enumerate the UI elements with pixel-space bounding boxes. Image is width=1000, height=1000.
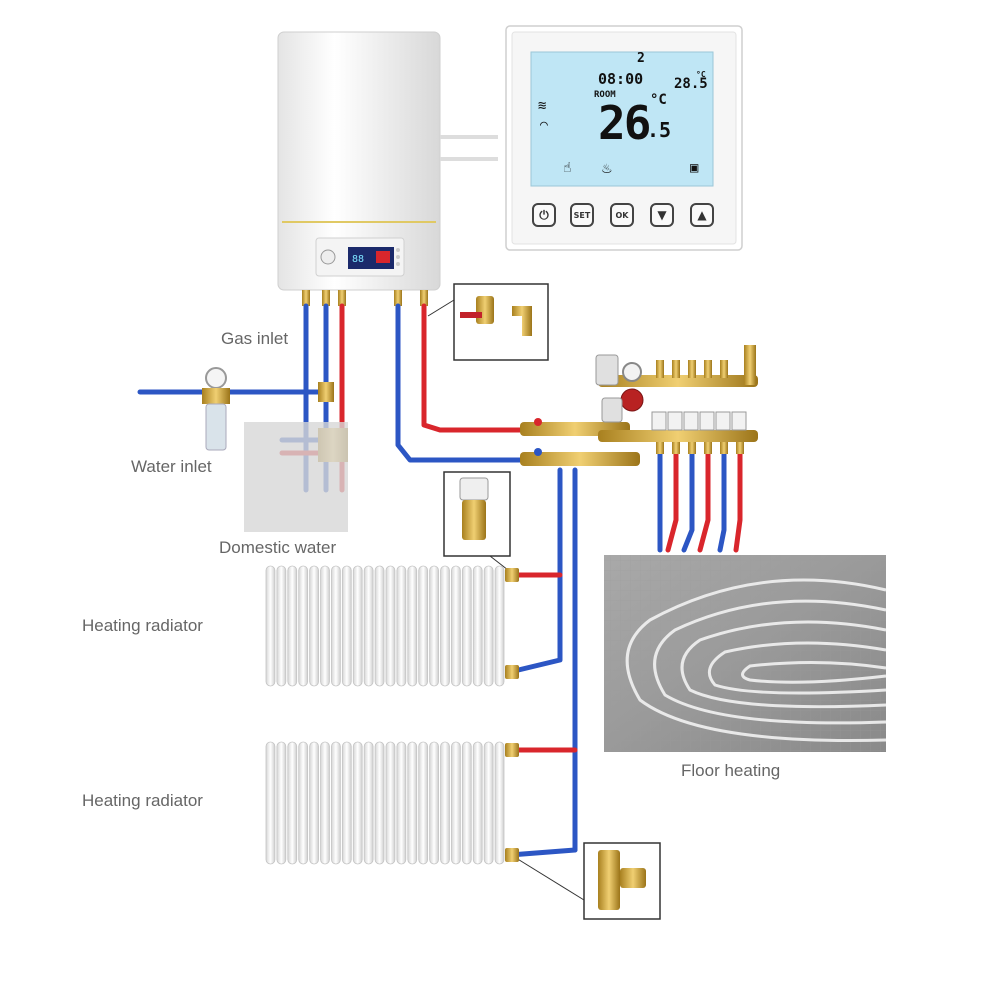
- radiator-fin: [287, 741, 298, 865]
- radiator-fin: [352, 741, 363, 865]
- clock-display: 08:00: [598, 70, 644, 88]
- floor-heating-panel: [604, 555, 887, 752]
- radiator-fin: [374, 741, 385, 865]
- radiator-fin: [429, 741, 439, 865]
- set-temperature: 28.5: [674, 76, 708, 92]
- heating-radiator-bottom: [265, 741, 505, 865]
- radiator-fin: [418, 565, 429, 687]
- radiator-fin: [309, 565, 319, 687]
- heating-radiator-label-top: Heating radiator: [82, 616, 203, 635]
- program-number: 2: [637, 51, 645, 66]
- water-filter: [202, 367, 230, 451]
- radiator-fin: [440, 741, 450, 865]
- radiator-fin: [451, 741, 461, 865]
- radiator-fin: [352, 565, 363, 687]
- radiator-fin: [494, 565, 505, 687]
- domestic-water-label: Domestic water: [219, 538, 337, 557]
- hand-icon: ☝: [563, 160, 572, 176]
- radiator-fin: [440, 565, 450, 687]
- radiator-valves: [505, 568, 519, 862]
- radiator-fin: [429, 565, 439, 687]
- radiator-fin: [309, 741, 319, 865]
- valve-inset-top: [427, 283, 549, 361]
- temperature-unit: °C: [650, 92, 667, 108]
- radiator-fin: [494, 741, 505, 865]
- thermostat: [505, 25, 743, 251]
- room-label: ROOM: [594, 90, 616, 100]
- ok-button[interactable]: OK: [610, 203, 634, 227]
- radiator-fin: [451, 565, 461, 687]
- radiator-fin: [385, 741, 396, 865]
- radiator-fin: [407, 741, 418, 865]
- down-button[interactable]: ▼: [650, 203, 674, 227]
- radiator-fin: [363, 741, 374, 865]
- boiler-display-text: 88: [352, 254, 364, 265]
- radiator-fin: [320, 741, 330, 865]
- radiator-fin: [385, 565, 396, 687]
- radiator-fin: [483, 565, 494, 687]
- boiler-fittings: [318, 382, 640, 466]
- radiator-fin: [331, 741, 341, 865]
- room-temperature: 26: [598, 96, 651, 150]
- heating-radiator-top: [265, 565, 505, 687]
- radiator-fin: [472, 741, 483, 865]
- radiator-fin: [265, 741, 276, 865]
- radiator-fin: [483, 741, 494, 865]
- radiator-fin: [461, 565, 472, 687]
- radiator-fin: [341, 741, 352, 865]
- radiator-fin: [287, 565, 298, 687]
- room-temperature-decimal: .5: [647, 118, 672, 142]
- radiator-fin: [363, 565, 374, 687]
- radiator-fin: [418, 741, 429, 865]
- thermostat-lcd: [530, 51, 714, 187]
- radiator-fin: [396, 565, 407, 687]
- lock-icon: ▣: [690, 160, 699, 176]
- up-button[interactable]: ▲: [690, 203, 714, 227]
- radiator-fin: [298, 565, 309, 687]
- set-temperature-unit: °C: [696, 70, 706, 79]
- valve-inset-radiator-top: [443, 471, 511, 571]
- radiator-fin: [265, 565, 276, 687]
- radiator-fin: [331, 565, 341, 687]
- radiator-fin: [461, 741, 472, 865]
- set-button[interactable]: SET: [570, 203, 594, 227]
- radiator-fin: [374, 565, 385, 687]
- power-button[interactable]: ⏻: [532, 203, 556, 227]
- heating-icon: ≋: [538, 98, 547, 114]
- flame-icon: ♨: [602, 158, 612, 177]
- valve-inset-radiator-bottom: [515, 842, 661, 920]
- radiator-fin: [396, 741, 407, 865]
- radiator-fin: [298, 741, 309, 865]
- domestic-water-block: [244, 422, 348, 532]
- radiator-fin: [276, 741, 287, 865]
- wifi-icon: ◠: [540, 118, 548, 133]
- radiator-fin: [320, 565, 330, 687]
- boiler: 88: [277, 31, 498, 306]
- radiator-fin: [472, 565, 483, 687]
- water-inlet-label: Water inlet: [131, 457, 212, 476]
- floor-heating-manifold: [595, 345, 758, 454]
- gas-inlet-label: Gas inlet: [221, 329, 289, 348]
- pipe-network: [137, 303, 743, 858]
- radiator-fin: [407, 565, 418, 687]
- radiator-fin: [276, 565, 287, 687]
- heating-radiator-label-bottom: Heating radiator: [82, 791, 203, 810]
- radiator-fin: [341, 565, 352, 687]
- floor-heating-label: Floor heating: [681, 761, 781, 780]
